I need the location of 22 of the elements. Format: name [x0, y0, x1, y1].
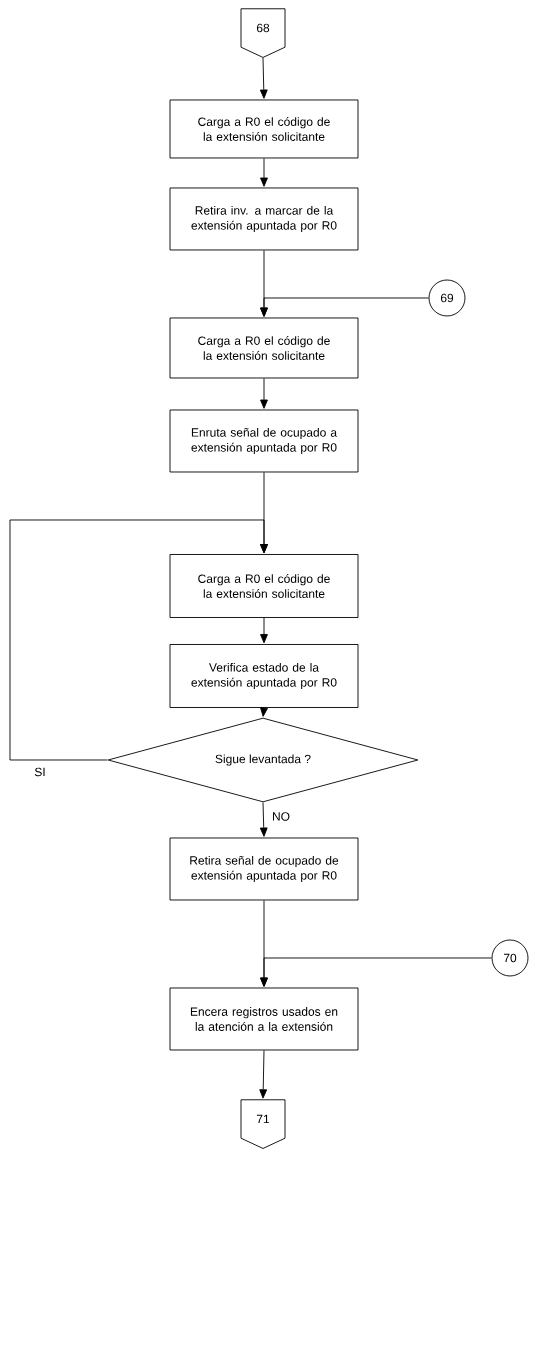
arrow [260, 378, 268, 409]
edge-label: NO [271, 811, 291, 822]
edge-label: SI [33, 766, 47, 778]
arrow [9, 519, 268, 761]
arrow [259, 802, 268, 837]
off-page-connector: 71 [240, 1099, 286, 1149]
process-box: Carga a R0 el código de la extensión solicitante [169, 99, 359, 159]
arrow [260, 617, 268, 644]
arrow [259, 57, 268, 99]
process-box: Verifica estado de la extensión apuntada por R0 [169, 644, 359, 708]
process-box: Retira inv. a marcar de la extensión apuntada por R0 [169, 187, 359, 251]
process-box: Carga a R0 el código de la extensión solicitante [169, 554, 359, 618]
arrow [259, 1050, 268, 1099]
arrow [260, 158, 268, 187]
arrow [260, 707, 268, 717]
process-box: Retira señal de ocupado de extensión apuntada por R0 [169, 837, 359, 901]
process-box: Encera registros usados en la atención a la extensión [169, 987, 359, 1051]
process-box: Carga a R0 el código de la extensión solicitante [169, 317, 359, 379]
off-page-connector: 68 [240, 8, 286, 58]
arrow [260, 297, 429, 317]
arrow [260, 957, 492, 987]
process-box: Enruta señal de ocupado a extensión apuntada por R0 [169, 409, 359, 473]
